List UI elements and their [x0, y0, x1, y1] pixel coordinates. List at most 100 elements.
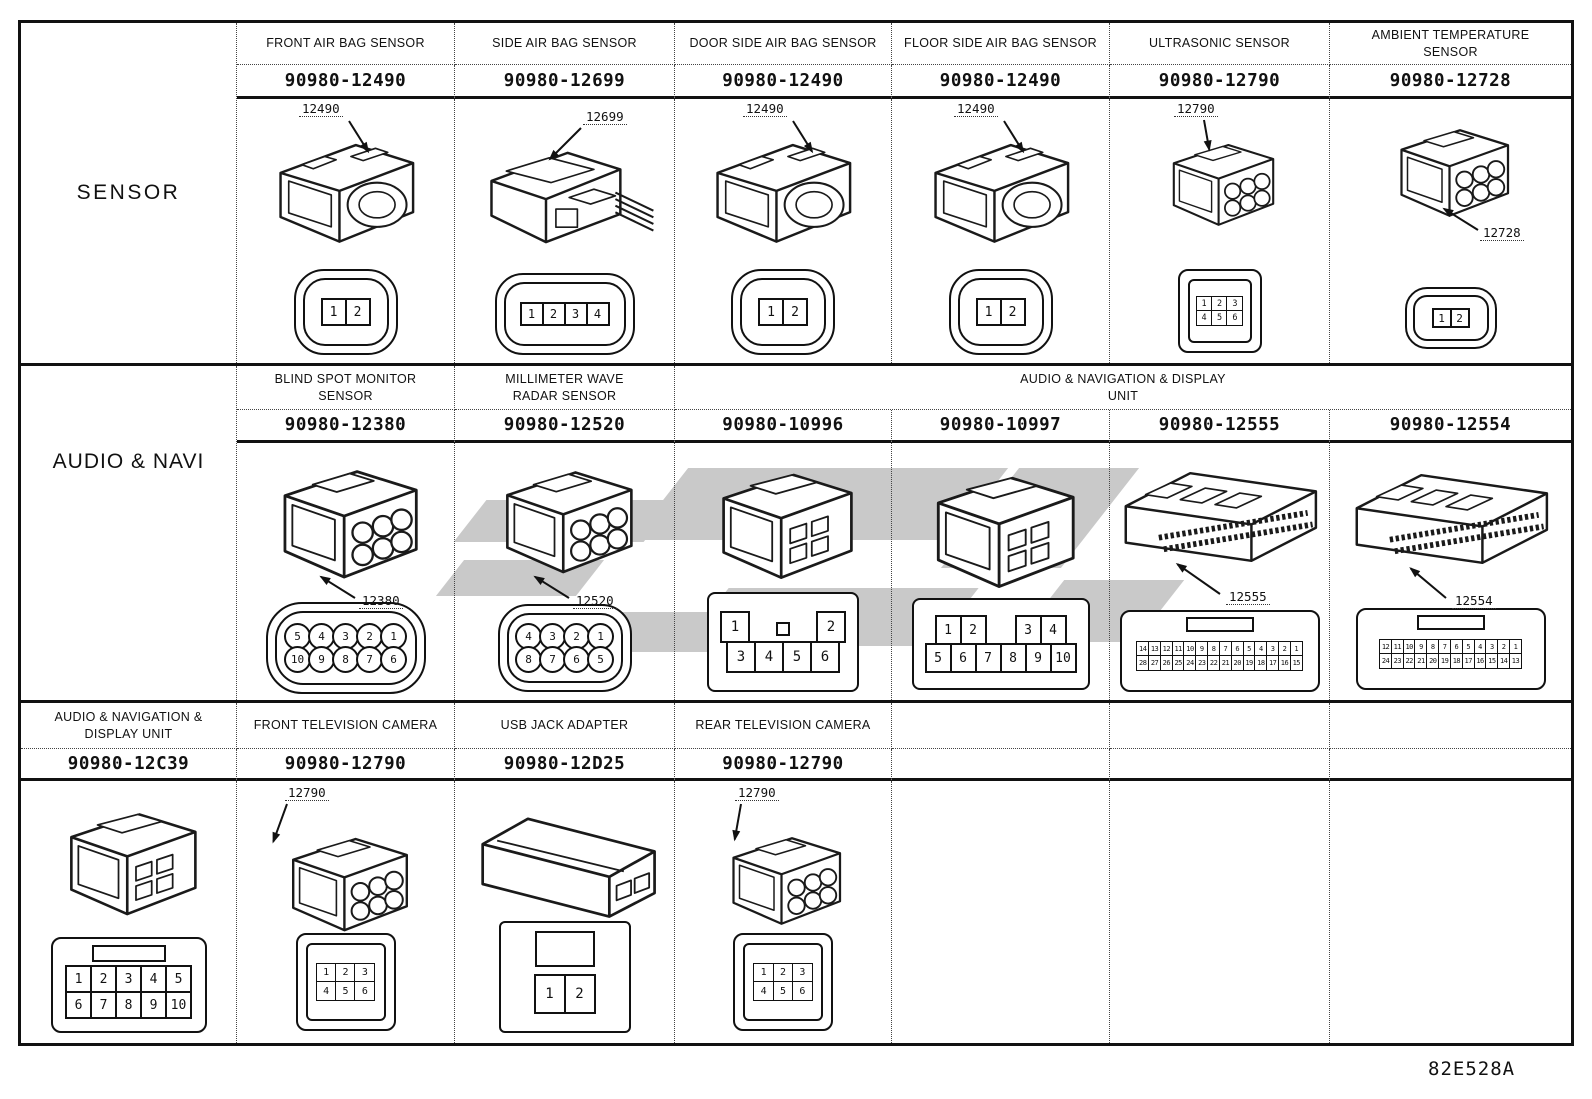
- part-number: 90980-12728: [1330, 65, 1571, 99]
- part-title: FRONT AIR BAG SENSOR: [266, 36, 425, 51]
- group-title-audio-navigation-display-unit: AUDIO & NAVIGATION & DISPLAY UNIT: [675, 366, 1571, 410]
- pin-3: 3: [791, 962, 813, 983]
- pin-4: 4: [1195, 310, 1213, 327]
- callout-label: 12728: [1443, 207, 1524, 241]
- part-number: 90980-12790: [237, 749, 455, 781]
- doc-code: 82E528A: [1428, 1058, 1516, 1080]
- part-number: 90980-10996: [675, 410, 892, 443]
- pin-3: 3: [354, 962, 376, 983]
- part-number: 90980-10997: [892, 410, 1110, 443]
- connector-iso-drawing: [480, 817, 656, 918]
- section-bottom: AUDIO & NAVIGATION & DISPLAY UNIT FRONT …: [21, 700, 1571, 1043]
- connector-iso-drawing: [1112, 455, 1327, 579]
- parts-table: SENSOR FRONT AIR BAG SENSOR SIDE AIR BAG…: [18, 20, 1574, 1046]
- connector-iso-drawing: [283, 470, 418, 579]
- pin-5: 5: [335, 981, 356, 1002]
- connector-iso-drawing: [278, 143, 414, 243]
- pin-13: 13: [1508, 653, 1522, 670]
- pin-3: 3: [726, 641, 756, 673]
- row-label-sensor: SENSOR: [21, 23, 237, 363]
- callout-label: 12790: [733, 785, 779, 840]
- part-title: REAR TELEVISION CAMERA: [695, 718, 871, 733]
- pin-4: 4: [140, 965, 167, 993]
- pin-2: 2: [999, 298, 1026, 326]
- empty-title-cell: [1330, 703, 1571, 749]
- pin-2: 2: [90, 965, 117, 993]
- group-title-line2: UNIT: [1107, 388, 1139, 403]
- group-title-line1: AUDIO & NAVIGATION & DISPLAY: [1020, 371, 1226, 386]
- connector-iso-drawing: [489, 151, 655, 244]
- connector-iso-drawing: [716, 143, 852, 243]
- pin-4: 4: [1039, 615, 1067, 645]
- pin-3: 3: [1014, 615, 1042, 645]
- pin-2: 2: [335, 962, 356, 983]
- pin-1: 1: [587, 623, 614, 650]
- pin-4: 4: [315, 981, 337, 1002]
- connector-iso-drawing: [933, 143, 1069, 243]
- pin-17: 17: [1461, 653, 1475, 670]
- title-ultrasonic-sensor: ULTRASONIC SENSOR: [1110, 23, 1330, 65]
- pin-1: 1: [533, 974, 566, 1014]
- pin-1: 1: [65, 965, 92, 993]
- connector-iso-drawing: [69, 813, 197, 916]
- empty-drawing-cell: [892, 781, 1110, 1043]
- part-title: DOOR SIDE AIR BAG SENSOR: [689, 36, 877, 51]
- pin-9: 9: [308, 646, 335, 673]
- connector-iso-drawing: [1343, 457, 1558, 581]
- connector-iso-drawing: [1172, 143, 1274, 226]
- pin-2: 2: [1449, 308, 1470, 328]
- pin-3: 3: [563, 302, 588, 326]
- part-number: 90980-12380: [237, 410, 455, 443]
- title-door-side-air-bag-sensor: DOOR SIDE AIR BAG SENSOR: [675, 23, 892, 65]
- empty-part-number-cell: [1110, 749, 1330, 781]
- part-title: USB JACK ADAPTER: [500, 718, 629, 733]
- pin-1: 1: [315, 962, 337, 983]
- callout-label: 12520: [534, 575, 617, 609]
- title-usb-jack-adapter: USB JACK ADAPTER: [455, 703, 675, 749]
- pin-7: 7: [356, 646, 383, 673]
- empty-part-number-cell: [1330, 749, 1571, 781]
- pin-1: 1: [320, 298, 347, 326]
- part-number: 90980-12555: [1110, 410, 1330, 443]
- pin-9: 9: [1024, 643, 1052, 673]
- pin-5: 5: [772, 981, 794, 1002]
- pin-2: 2: [816, 611, 846, 643]
- section-middle: BLIND SPOT MONITOR SENSOR MILLIMETER WAV…: [21, 363, 1571, 700]
- pin-10: 10: [1049, 643, 1077, 673]
- connector-iso-drawing: [291, 837, 408, 932]
- pin-19: 19: [1242, 655, 1256, 672]
- part-number: 90980-12490: [237, 65, 455, 99]
- pin-2: 2: [959, 615, 987, 645]
- title-audio-navigation-display-unit: AUDIO & NAVIGATION & DISPLAY UNIT: [21, 703, 237, 749]
- pin-6: 6: [380, 646, 407, 673]
